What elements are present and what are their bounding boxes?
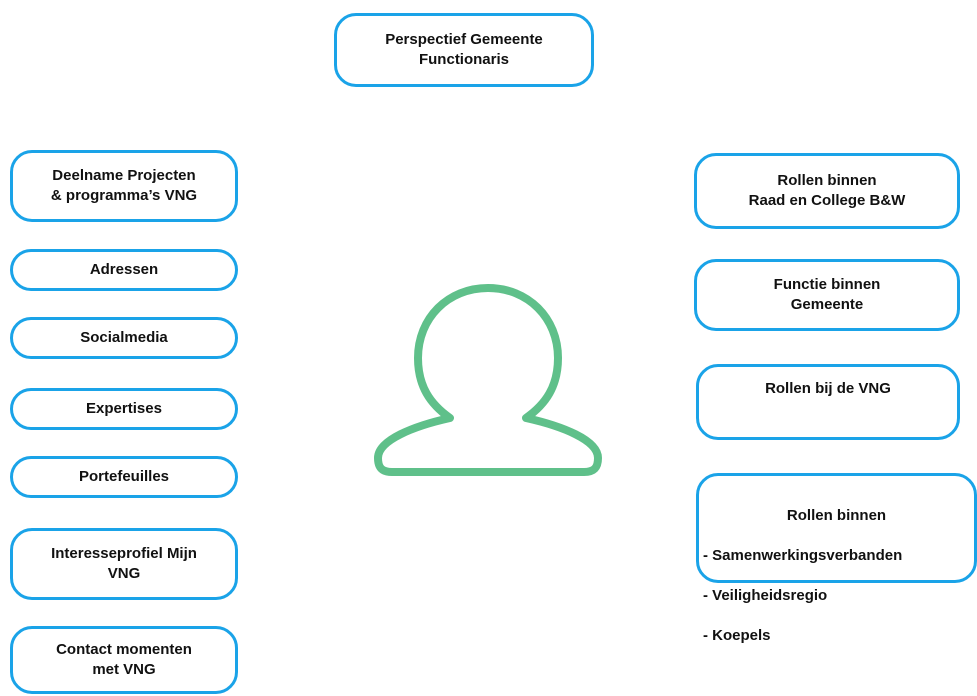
box-socialmedia: Socialmedia	[10, 317, 238, 359]
rollen-item-koepels: - Koepels	[703, 627, 771, 644]
box-perspectief-gemeente-functionaris: Perspectief Gemeente Functionaris	[334, 13, 594, 87]
rollen-item-samenwerkingsverbanden: - Samenwerkingsverbanden	[703, 547, 903, 564]
rollen-item-veiligheidsregio: - Veiligheidsregio	[703, 587, 828, 604]
box-deelname-projecten: Deelname Projecten & programma’s VNG	[10, 150, 238, 222]
rollen-binnen-heading: Rollen binnen	[786, 507, 887, 524]
box-functie-binnen-gemeente: Functie binnen Gemeente	[694, 259, 960, 331]
box-rollen-binnen-samenwerking: Rollen binnen - Samenwerkingsverbanden -…	[696, 473, 977, 644]
person-icon	[374, 284, 602, 476]
box-adressen: Adressen	[10, 249, 238, 291]
box-rollen-bij-de-vng: Rollen bij de VNG	[696, 364, 960, 440]
box-interesseprofiel-mijn-vng: Interesseprofiel Mijn VNG	[10, 528, 238, 600]
box-rollen-raad-college: Rollen binnen Raad en College B&W	[694, 153, 960, 229]
box-expertises: Expertises	[10, 388, 238, 430]
box-contact-momenten: Contact momenten met VNG	[10, 626, 238, 694]
box-portefeuilles: Portefeuilles	[10, 456, 238, 498]
